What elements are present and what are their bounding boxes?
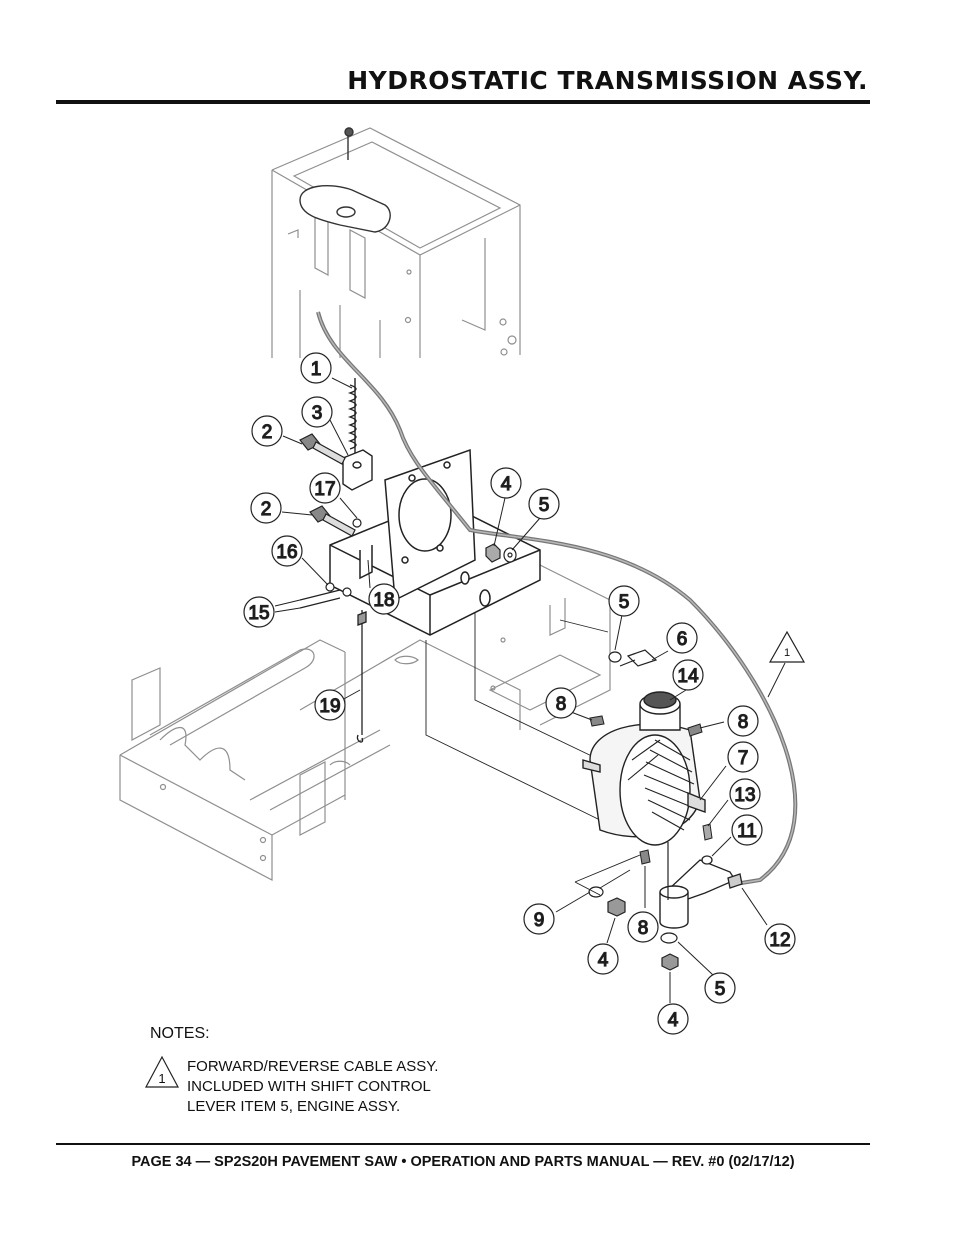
note-line: INCLUDED WITH SHIFT CONTROL [187,1078,431,1095]
svg-text:3: 3 [312,403,323,424]
lower-frame [119,564,611,881]
notes-label: NOTES: [150,1025,210,1042]
coupling [659,885,689,929]
note-triangle-notes: 1 [145,1055,179,1088]
svg-text:4: 4 [668,1010,679,1031]
set-screw [702,823,713,841]
callout-leaders [274,377,786,1003]
svg-text:2: 2 [261,499,272,520]
callout-3: 3 [301,396,333,428]
callout-12: 12 [764,923,796,955]
callout-13: 13 [729,778,761,810]
leader-lines [425,610,641,883]
bolt-6 [608,649,658,667]
svg-text:1: 1 [311,359,322,380]
callout-6: 6 [666,622,698,654]
small-washers [299,518,362,609]
svg-text:2: 2 [262,422,273,443]
svg-text:4: 4 [598,950,609,971]
svg-text:5: 5 [539,495,550,516]
nut-washer-lower [660,842,679,971]
svg-text:8: 8 [638,918,649,939]
nut-washer-upper [485,543,517,563]
svg-text:5: 5 [619,592,630,613]
callout-5a: 5 [528,488,560,520]
callout-16: 16 [271,535,303,567]
callout-8c: 8 [627,911,659,943]
svg-text:19: 19 [319,696,340,717]
callout-7: 7 [727,741,759,773]
header-rule [56,100,870,104]
upper-frame [271,127,521,358]
svg-text:1: 1 [784,647,790,659]
hydrostatic-pump [582,691,706,846]
page-footer: PAGE 34 — SP2S20H PAVEMENT SAW • OPERATI… [131,1154,795,1170]
svg-text:17: 17 [314,479,335,500]
bolt-2-lower [309,505,356,537]
callout-5c: 5 [704,972,736,1004]
svg-text:15: 15 [248,603,269,624]
key-8 [589,715,703,865]
callout-19: 19 [314,689,346,721]
svg-text:9: 9 [534,910,545,931]
callout-14: 14 [672,659,704,691]
callout-2b: 2 [250,492,282,524]
svg-text:4: 4 [501,474,512,495]
svg-text:13: 13 [734,785,755,806]
callout-9: 9 [523,903,555,935]
callouts: 1 3 2 17 2 16 15 18 4 5 5 6 14 8 8 7 13 … [243,352,796,1035]
callout-4c: 4 [657,1003,689,1035]
rod-19 [356,610,367,743]
callout-11: 11 [731,814,763,846]
svg-text:8: 8 [556,694,567,715]
callout-8a: 8 [545,687,577,719]
svg-text:8: 8 [738,712,749,733]
callout-4a: 4 [490,467,522,499]
note-line: LEVER ITEM 5, ENGINE ASSY. [187,1098,401,1115]
footer-rule [56,1143,870,1145]
nut-washer-left [588,886,626,917]
svg-text:5: 5 [715,979,726,1000]
callout-17: 17 [309,472,341,504]
callout-15: 15 [243,596,275,628]
svg-text:18: 18 [373,590,394,611]
svg-text:7: 7 [738,748,749,769]
svg-text:12: 12 [769,930,790,951]
clamp-block [342,449,373,491]
callout-4b: 4 [587,943,619,975]
page-title: HYDROSTATIC TRANSMISSION ASSY. [347,66,868,95]
callout-8b: 8 [727,705,759,737]
svg-text:16: 16 [276,542,297,563]
lever-plate [299,127,391,233]
svg-text:6: 6 [677,629,688,650]
svg-text:1: 1 [158,1071,165,1086]
callout-5b: 5 [608,585,640,617]
note-triangle-cable: 1 [768,630,806,663]
callout-18: 18 [368,583,400,615]
callout-1: 1 [300,352,332,384]
callout-2a: 2 [251,415,283,447]
bolt-2-upper [299,433,346,465]
svg-text:11: 11 [737,821,757,842]
note-text: FORWARD/REVERSE CABLE ASSY. INCLUDED WIT… [187,1057,438,1117]
note-line: FORWARD/REVERSE CABLE ASSY. [187,1058,439,1075]
svg-text:14: 14 [677,666,699,687]
spring [347,378,357,462]
